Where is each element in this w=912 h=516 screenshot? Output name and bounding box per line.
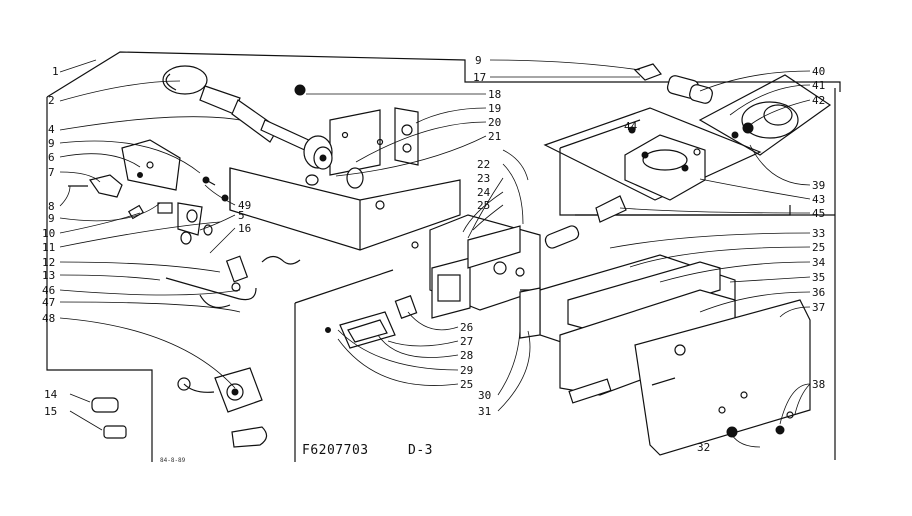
callout-label: 28	[460, 349, 473, 362]
callout-label: 22	[477, 158, 490, 171]
callout-label: 32	[697, 441, 710, 454]
callout-label: 33	[812, 227, 825, 240]
callout-label: 43	[812, 193, 825, 206]
gas-valve-knob	[698, 74, 832, 156]
callout-label: 42	[812, 94, 825, 107]
callout-label: 48	[42, 312, 55, 325]
callout-label: 46	[42, 284, 55, 297]
callout-label: 16	[238, 222, 251, 235]
callout-label: 2	[48, 94, 55, 107]
callout-label: 38	[812, 378, 825, 391]
callout-label: 4	[48, 123, 55, 136]
callout-label: 29	[460, 364, 473, 377]
callout-label: 31	[478, 405, 491, 418]
callout-label: 8	[48, 200, 55, 213]
sheet-id: D-3	[408, 443, 433, 458]
callout-label: 9	[48, 137, 55, 150]
callout-label: 37	[812, 301, 825, 314]
middle-callout-labels: 49 5 16	[238, 199, 251, 235]
callout-label: 24	[477, 186, 491, 199]
callout-label: 47	[42, 296, 55, 309]
right-callout-labels: 33 25 34 35 36 37 38 32	[697, 227, 826, 454]
callout-label: 1	[52, 65, 59, 78]
lever-plate	[68, 139, 229, 202]
callout-label: 45	[812, 207, 825, 220]
callout-label: 44	[624, 120, 638, 133]
handle-knob	[162, 65, 314, 153]
diagram-boundary-lines	[46, 51, 841, 462]
callout-label: 12	[42, 256, 55, 269]
cam-assembly	[294, 84, 364, 189]
tube-connectors	[544, 63, 713, 249]
callout-label: 25	[460, 378, 473, 391]
callout-label: 49	[238, 199, 251, 212]
center-callout-labels: 18 19 20 21 22 23 24 25	[477, 88, 501, 212]
callout-label: 11	[42, 241, 55, 254]
callout-label: 36	[812, 286, 825, 299]
callout-label: 21	[488, 130, 501, 143]
callout-label: 5	[238, 209, 245, 222]
front-cover	[559, 289, 811, 456]
callout-label: 14	[44, 388, 58, 401]
callout-label: 30	[478, 389, 491, 402]
leader-lines	[59, 59, 811, 448]
center-valve-body	[325, 214, 541, 349]
date-stamp: 84-8-89	[160, 457, 186, 464]
regulator-housing	[543, 107, 762, 201]
callout-label: 27	[460, 335, 473, 348]
callout-label: 25	[812, 241, 825, 254]
callout-label: 15	[44, 405, 57, 418]
callout-label: 9	[475, 54, 482, 67]
callout-label: 39	[812, 179, 825, 192]
callout-label: 19	[488, 102, 501, 115]
callout-label: 18	[488, 88, 501, 101]
callout-label: 40	[812, 65, 825, 78]
callout-label: 17	[473, 71, 486, 84]
callout-label: 9	[48, 212, 55, 225]
callout-label: 41	[812, 79, 825, 92]
callout-label: 25	[477, 199, 490, 212]
bottom-center-callout-labels: 26 27 28 29 25 30 31	[460, 321, 491, 418]
top-right-callout-labels: 9 17 40 41 42 44 39 43 45	[473, 54, 825, 220]
lower-left-assembly	[91, 367, 268, 448]
mounting-bracket	[229, 107, 461, 251]
callout-label: 34	[812, 256, 826, 269]
callout-label: 6	[48, 151, 55, 164]
callout-label: 20	[488, 116, 501, 129]
part-code: F6207703	[302, 443, 369, 458]
left-callout-labels: 1 2 4 9 6 7 8 9 10 11 12 13 46 47 48 14 …	[42, 65, 59, 418]
callout-label: 23	[477, 172, 490, 185]
callout-label: 26	[460, 321, 473, 334]
callout-label: 10	[42, 227, 55, 240]
callout-label: 13	[42, 269, 55, 282]
callout-label: 35	[812, 271, 825, 284]
callout-label: 7	[48, 166, 55, 179]
